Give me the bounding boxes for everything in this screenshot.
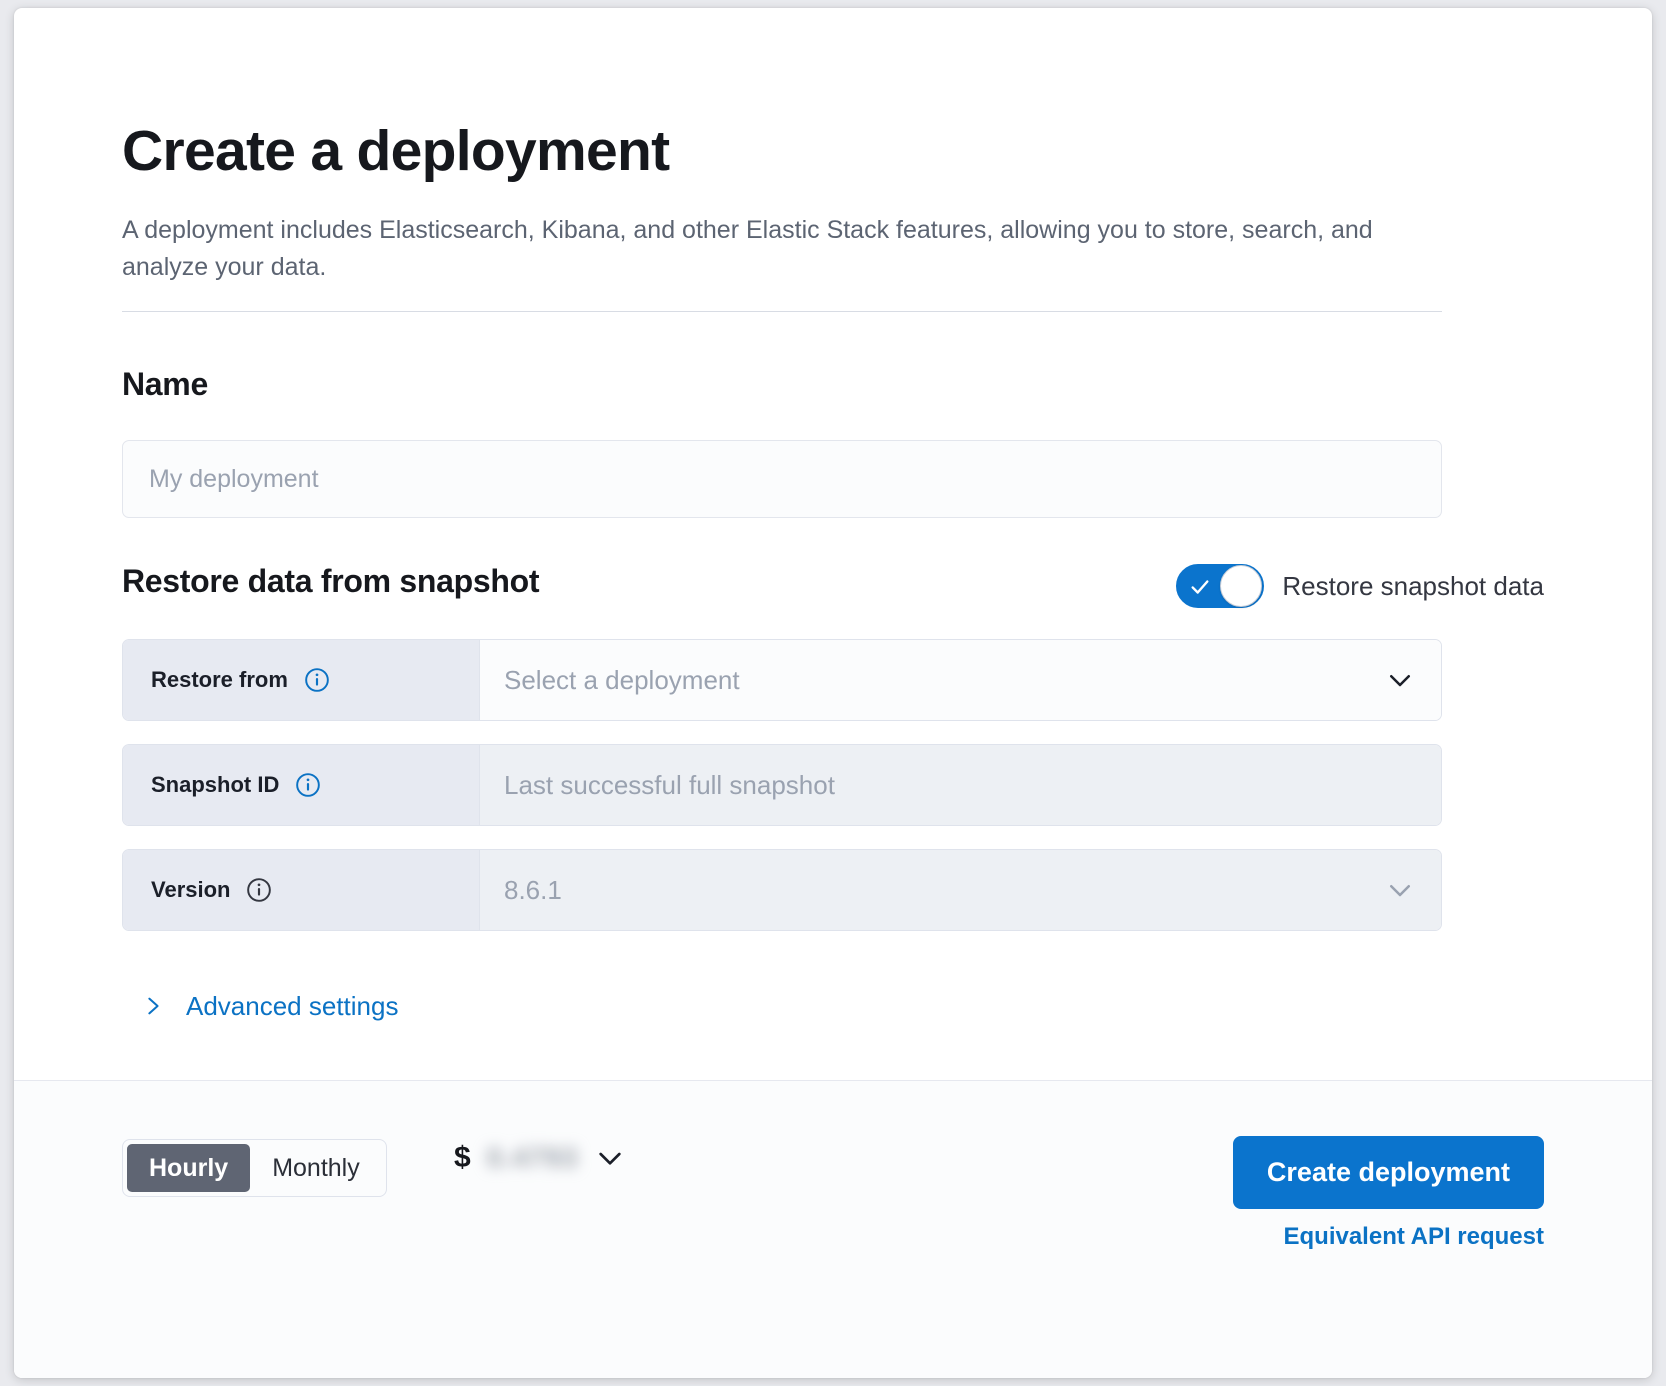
field-control-version: 8.6.1: [480, 850, 1441, 930]
create-deployment-button[interactable]: Create deployment: [1232, 1136, 1544, 1209]
toggle-knob: [1220, 565, 1263, 607]
billing-period-toggle-group: Hourly Monthly: [122, 1139, 387, 1197]
field-value-version: 8.6.1: [504, 874, 562, 905]
info-icon[interactable]: [295, 772, 321, 798]
restore-snapshot-toggle[interactable]: [1176, 564, 1265, 608]
field-row-version: Version 8.6.1: [122, 849, 1442, 931]
restore-snapshot-toggle-label: Restore snapshot data: [1282, 570, 1544, 601]
chevron-down-icon[interactable]: [1385, 665, 1415, 695]
billing-option-monthly[interactable]: Monthly: [272, 1153, 360, 1182]
price-value-redacted: 0.4793: [486, 1142, 579, 1173]
check-icon: [1191, 580, 1209, 594]
info-icon[interactable]: [246, 877, 272, 903]
chevron-right-icon: [148, 997, 159, 1015]
deployment-name-input[interactable]: [122, 440, 1442, 518]
price-currency-symbol: $: [454, 1141, 471, 1174]
price-display[interactable]: $ 0.4793: [454, 1141, 626, 1175]
field-prepend-snapshot-id: Snapshot ID: [123, 745, 480, 825]
field-row-restore-from: Restore from Select a deployment: [122, 639, 1442, 721]
page-title: Create a deployment: [122, 119, 670, 183]
field-label-version: Version: [151, 877, 231, 902]
chevron-down-icon: [1390, 885, 1410, 897]
header-divider: [122, 311, 1442, 312]
field-prepend-restore-from: Restore from: [123, 640, 480, 720]
field-control-snapshot-id: Last successful full snapshot: [480, 745, 1441, 825]
chevron-down-icon[interactable]: [594, 1142, 626, 1174]
page-subtitle: A deployment includes Elasticsearch, Kib…: [122, 216, 1373, 281]
advanced-settings-label: Advanced settings: [186, 990, 399, 1021]
form-content: Create a deployment A deployment include…: [14, 8, 1652, 1080]
info-icon[interactable]: [304, 667, 330, 693]
field-label-snapshot-id: Snapshot ID: [151, 772, 280, 797]
restore-snapshot-toggle-row: Restore snapshot data: [1176, 564, 1544, 608]
footer-bar: Hourly Monthly $ 0.4793 Create deploymen…: [14, 1080, 1652, 1378]
field-value-snapshot-id: Last successful full snapshot: [504, 769, 835, 800]
field-prepend-version: Version: [123, 850, 480, 930]
field-control-restore-from[interactable]: Select a deployment: [480, 640, 1441, 720]
field-row-snapshot-id: Snapshot ID Last successful full snapsho…: [122, 744, 1442, 826]
field-value-restore-from: Select a deployment: [504, 664, 740, 695]
advanced-settings-toggle[interactable]: Advanced settings: [142, 990, 398, 1022]
equivalent-api-request-link[interactable]: Equivalent API request: [1283, 1223, 1544, 1250]
create-deployment-panel: Create a deployment A deployment include…: [14, 8, 1652, 1378]
name-section-heading: Name: [122, 366, 208, 402]
billing-option-hourly[interactable]: Hourly: [127, 1144, 251, 1192]
restore-section-heading: Restore data from snapshot: [122, 563, 540, 599]
field-label-restore-from: Restore from: [151, 667, 288, 692]
